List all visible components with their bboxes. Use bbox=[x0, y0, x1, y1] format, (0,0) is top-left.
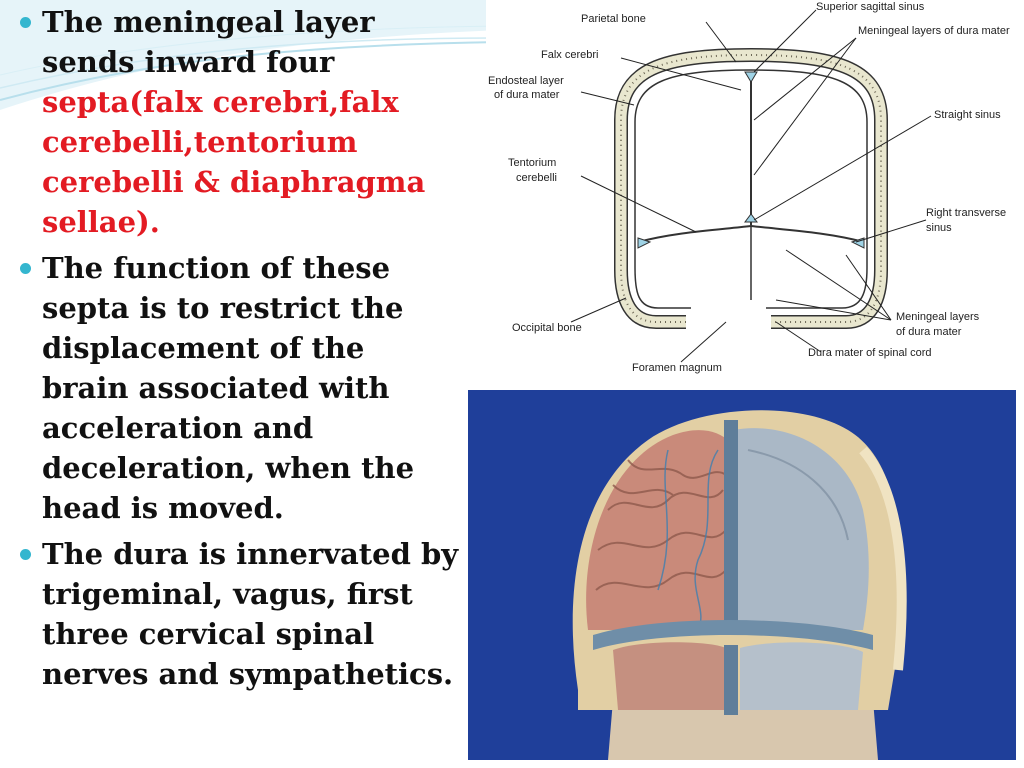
bullet-text-emphasis: septa(falx cerebri,falx cerebelli,tentor… bbox=[42, 85, 426, 239]
bullet-dot-icon bbox=[20, 263, 31, 274]
brain-dissection-photo bbox=[468, 390, 1016, 760]
label-endosteal-layer-2: of dura mater bbox=[494, 89, 560, 101]
label-falx-cerebri: Falx cerebri bbox=[541, 49, 598, 61]
bullet-dot-icon bbox=[20, 549, 31, 560]
label-right-transverse-sinus-2: sinus bbox=[926, 222, 952, 234]
label-tentorium: Tentorium bbox=[508, 157, 556, 169]
dura-mater-diagram: Parietal bone Superior sagittal sinus Me… bbox=[486, 0, 1024, 380]
label-meningeal-layers-bottom: Meningeal layers bbox=[896, 311, 980, 323]
bullet-text: The meningeal layer sends inward four bbox=[42, 5, 375, 79]
bullet-list: The meningeal layer sends inward four se… bbox=[10, 2, 460, 700]
label-superior-sagittal-sinus: Superior sagittal sinus bbox=[816, 1, 925, 13]
label-tentorium-2: cerebelli bbox=[516, 172, 557, 184]
label-dura-spinal-cord: Dura mater of spinal cord bbox=[808, 347, 932, 359]
bullet-item: The dura is innervated by trigeminal, va… bbox=[10, 534, 460, 694]
bullet-text: The function of these septa is to restri… bbox=[42, 251, 415, 525]
bullet-dot-icon bbox=[20, 17, 31, 28]
label-parietal-bone: Parietal bone bbox=[581, 13, 646, 25]
decorative-wave bbox=[0, 0, 500, 110]
bullet-item: The meningeal layer sends inward four se… bbox=[10, 2, 460, 242]
label-straight-sinus: Straight sinus bbox=[934, 109, 1001, 121]
bullet-text: The dura is innervated by trigeminal, va… bbox=[42, 537, 459, 691]
label-meningeal-layers-bottom-2: of dura mater bbox=[896, 326, 962, 338]
label-foramen-magnum: Foramen magnum bbox=[632, 362, 722, 374]
bullet-item: The function of these septa is to restri… bbox=[10, 248, 460, 528]
label-meningeal-layers-top: Meningeal layers of dura mater bbox=[858, 25, 1010, 37]
label-endosteal-layer: Endosteal layer bbox=[488, 75, 564, 87]
label-occipital-bone: Occipital bone bbox=[512, 322, 582, 334]
label-right-transverse-sinus: Right transverse bbox=[926, 207, 1006, 219]
